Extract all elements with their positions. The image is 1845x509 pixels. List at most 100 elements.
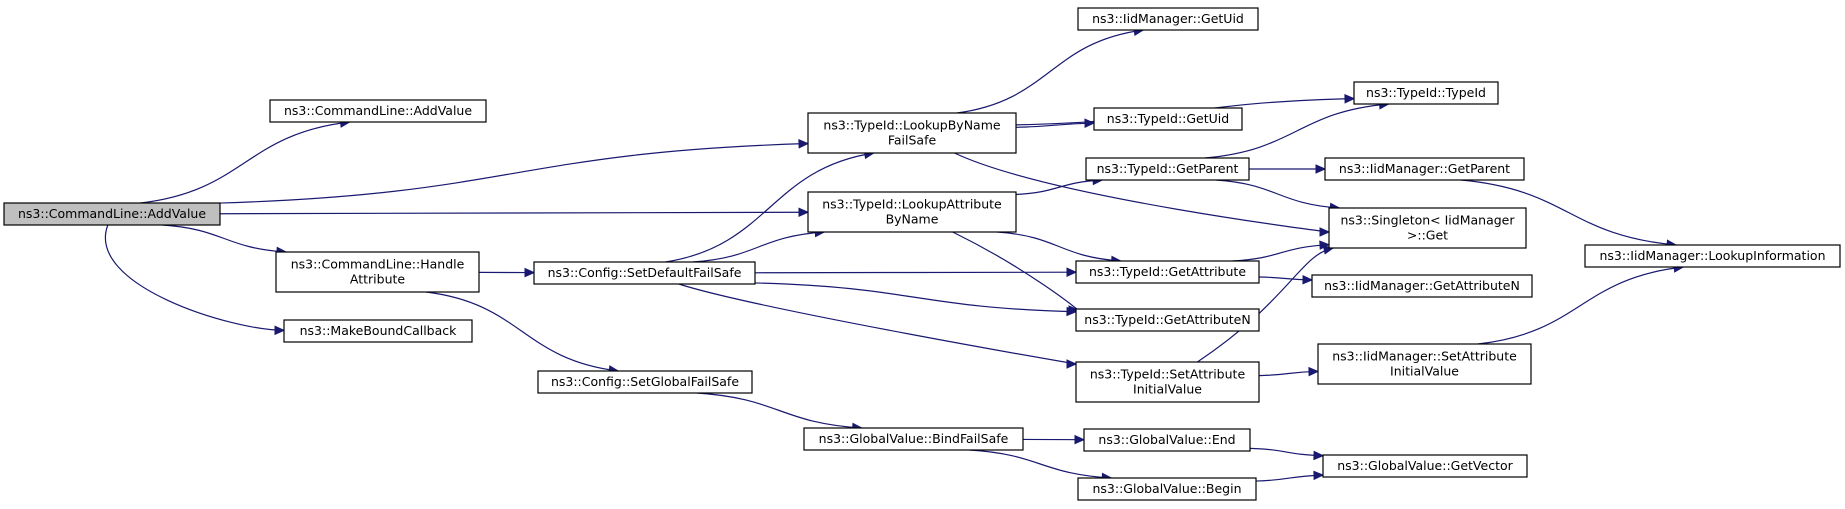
node-label: ns3::TypeId::GetUid bbox=[1107, 111, 1229, 126]
edge-n2-to-n14-arrowhead bbox=[1319, 227, 1331, 237]
edge-n0-to-n5-arrowhead bbox=[274, 325, 286, 336]
node-label: ns3::TypeId::LookupByName bbox=[823, 118, 1000, 133]
edge-n0-to-n3-arrowhead bbox=[798, 207, 810, 218]
edge-n7-to-n8 bbox=[696, 392, 862, 429]
edge-n6-to-n3 bbox=[692, 231, 825, 263]
node-label: ns3::GlobalValue::BindFailSafe bbox=[819, 431, 1009, 446]
edge-n21-to-n23 bbox=[1249, 447, 1324, 457]
node-box[interactable] bbox=[1075, 361, 1260, 403]
node-label: Attribute bbox=[350, 272, 406, 287]
edge-n6-to-n18 bbox=[754, 282, 1077, 313]
node-box[interactable] bbox=[1075, 308, 1260, 332]
node-label: ns3::IidManager::GetUid bbox=[1092, 11, 1244, 26]
node-label: ns3::CommandLine::AddValue bbox=[18, 206, 206, 221]
node-label: ns3::GlobalValue::End bbox=[1098, 432, 1235, 447]
root-node-box[interactable] bbox=[3, 202, 221, 226]
node-box[interactable] bbox=[1322, 454, 1528, 478]
edge-n16-to-n14 bbox=[1232, 244, 1330, 262]
node-label: ns3::GlobalValue::Begin bbox=[1092, 481, 1241, 496]
edge-n12-to-n13-arrowhead bbox=[1315, 164, 1327, 174]
graph-node[interactable]: ns3::IidManager::SetAttributeInitialValu… bbox=[1317, 343, 1532, 385]
node-label: ns3::Config::SetDefaultFailSafe bbox=[548, 265, 742, 280]
graph-node[interactable]: ns3::GlobalValue::GetVector bbox=[1322, 454, 1528, 478]
node-box[interactable] bbox=[1075, 260, 1260, 284]
node-label: ns3::IidManager::LookupInformation bbox=[1599, 248, 1825, 263]
node-label: InitialValue bbox=[1133, 382, 1202, 397]
node-box[interactable] bbox=[1311, 274, 1533, 298]
graph-node[interactable]: ns3::GlobalValue::End bbox=[1083, 428, 1251, 452]
edge-n2-to-n10-arrowhead bbox=[1344, 94, 1356, 104]
graph-node[interactable]: ns3::TypeId::GetParent bbox=[1085, 157, 1250, 181]
edge-n0-to-n1 bbox=[140, 121, 350, 204]
graph-node[interactable]: ns3::Singleton< IidManager>::Get bbox=[1328, 207, 1527, 249]
edge-n6-to-n2 bbox=[665, 152, 874, 263]
node-label: ns3::Config::SetGlobalFailSafe bbox=[551, 374, 739, 389]
graph-node[interactable]: ns3::GlobalValue::Begin bbox=[1077, 477, 1257, 501]
node-box[interactable] bbox=[807, 191, 1017, 233]
node-box[interactable] bbox=[283, 319, 473, 343]
graph-node[interactable]: ns3::IidManager::GetAttributeN bbox=[1311, 274, 1533, 298]
graph-node[interactable]: ns3::TypeId::GetAttributeN bbox=[1075, 308, 1260, 332]
edge-n3-to-n18 bbox=[952, 231, 1079, 311]
edge-n22-to-n23 bbox=[1255, 474, 1324, 482]
node-box[interactable] bbox=[1093, 107, 1243, 131]
node-box[interactable] bbox=[1328, 207, 1527, 249]
graph-node[interactable]: ns3::Config::SetGlobalFailSafe bbox=[537, 370, 753, 394]
edge-n2-to-n11 bbox=[1015, 122, 1095, 128]
node-box[interactable] bbox=[1085, 157, 1250, 181]
edge-n6-to-n18-arrowhead bbox=[1066, 306, 1078, 317]
edge-n12-to-n10 bbox=[1204, 103, 1389, 159]
node-box[interactable] bbox=[1077, 7, 1259, 31]
node-label: ns3::TypeId::GetParent bbox=[1097, 161, 1239, 176]
graph-node[interactable]: ns3::TypeId::TypeId bbox=[1353, 81, 1499, 105]
node-label: ns3::CommandLine::AddValue bbox=[284, 103, 472, 118]
graph-node[interactable]: ns3::CommandLine::AddValue bbox=[3, 202, 221, 226]
node-layer: ns3::CommandLine::AddValuens3::CommandLi… bbox=[3, 7, 1841, 501]
node-box[interactable] bbox=[1324, 157, 1525, 181]
node-box[interactable] bbox=[269, 99, 487, 123]
node-box[interactable] bbox=[1083, 428, 1251, 452]
edge-n3-to-n12 bbox=[1015, 179, 1103, 196]
edge-n3-to-n16 bbox=[997, 231, 1121, 262]
node-box[interactable] bbox=[807, 112, 1017, 154]
edge-n20-to-n15 bbox=[1477, 266, 1684, 345]
edge-n6-to-n19-arrowhead bbox=[1066, 359, 1078, 369]
node-label: ns3::IidManager::GetParent bbox=[1339, 161, 1510, 176]
node-label: InitialValue bbox=[1390, 364, 1459, 379]
graph-node[interactable]: ns3::MakeBoundCallback bbox=[283, 319, 473, 343]
node-box[interactable] bbox=[275, 251, 480, 293]
edge-n12-to-n14 bbox=[1215, 179, 1340, 209]
edge-n8-to-n21-arrowhead bbox=[1074, 434, 1086, 445]
node-box[interactable] bbox=[1584, 244, 1841, 268]
edge-n0-to-n2-arrowhead bbox=[798, 139, 810, 149]
graph-node[interactable]: ns3::IidManager::GetUid bbox=[1077, 7, 1259, 31]
graph-node[interactable]: ns3::TypeId::GetAttribute bbox=[1075, 260, 1260, 284]
graph-node[interactable]: ns3::CommandLine::AddValue bbox=[269, 99, 487, 123]
node-box[interactable] bbox=[537, 370, 753, 394]
node-label: ns3::TypeId::GetAttributeN bbox=[1084, 312, 1250, 327]
edge-n13-to-n15 bbox=[1460, 179, 1677, 246]
node-box[interactable] bbox=[533, 261, 756, 285]
graph-node[interactable]: ns3::IidManager::GetParent bbox=[1324, 157, 1525, 181]
edge-n6-to-n16-arrowhead bbox=[1066, 267, 1078, 277]
edge-n0-to-n5 bbox=[104, 224, 285, 331]
graph-node[interactable]: ns3::TypeId::GetUid bbox=[1093, 107, 1243, 131]
node-label: ns3::TypeId::GetAttribute bbox=[1089, 264, 1246, 279]
graph-node[interactable]: ns3::Config::SetDefaultFailSafe bbox=[533, 261, 756, 285]
graph-node[interactable]: ns3::GlobalValue::BindFailSafe bbox=[803, 427, 1024, 451]
graph-node[interactable]: ns3::IidManager::LookupInformation bbox=[1584, 244, 1841, 268]
edge-n4-to-n7 bbox=[426, 291, 619, 372]
node-box[interactable] bbox=[803, 427, 1024, 451]
node-box[interactable] bbox=[1077, 477, 1257, 501]
node-label: FailSafe bbox=[888, 133, 937, 148]
node-label: ns3::GlobalValue::GetVector bbox=[1337, 458, 1513, 473]
node-label: ns3::TypeId::SetAttribute bbox=[1090, 367, 1246, 382]
edge-n6-to-n19 bbox=[678, 283, 1077, 365]
node-box[interactable] bbox=[1353, 81, 1499, 105]
node-box[interactable] bbox=[1317, 343, 1532, 385]
node-label: >::Get bbox=[1407, 228, 1448, 243]
